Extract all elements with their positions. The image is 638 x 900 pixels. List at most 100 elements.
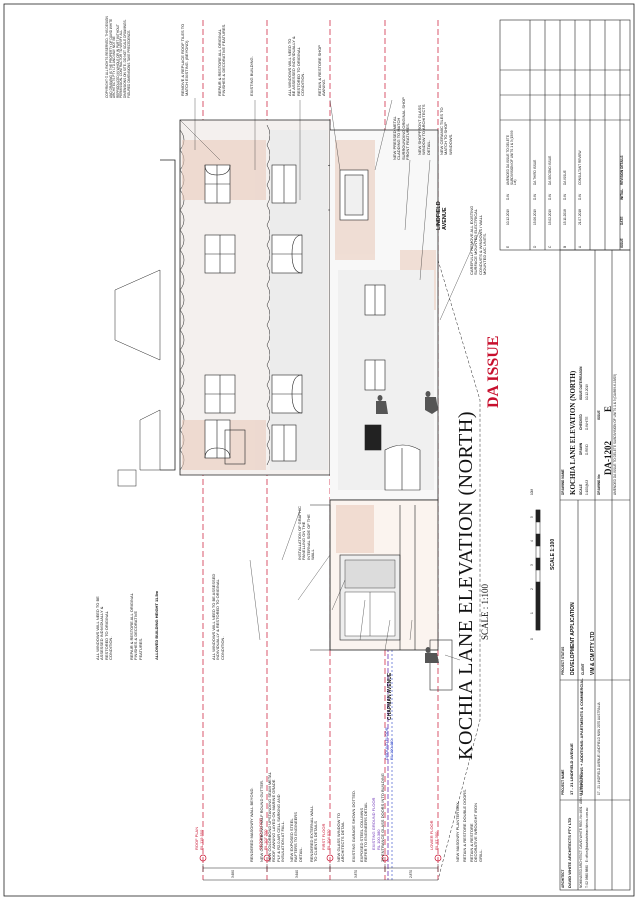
rev-row-c-issue: C [548,245,552,248]
note-entrance-doors: 2X ENTRANCE GLASS DOORS INTO BUILDING [380,773,385,862]
tb-drawing-heading: DRAWING NAME [561,469,565,495]
scale-tick-4: 4 [530,540,534,542]
tb-status: DEVELOPMENT APPLICATION [570,602,576,675]
tb-issue-heading: ISSUE [597,410,601,420]
tb-drawn: D.REID [585,444,589,455]
level-markers [199,854,442,862]
scale-tick-1: 1 [530,612,534,614]
scale-tick-10: 10M [530,488,534,495]
windows [204,164,421,491]
note-restore-finishes: REPAIR & RESTORE ALL ORIGINAL FINISHES &… [217,23,227,96]
street-label-lindfield: LINDFIELD AVENUE [436,201,448,230]
rev-row-c-details: DA SECOND ISSUE [548,155,552,185]
note-restore-finishes-left: REPAIR & RESTORE ALL ORIGINAL FINISHES &… [129,593,143,660]
rev-header-details: REVISION DETAILS [620,155,624,185]
scale-tick-2: 2 [530,588,534,590]
sheet-border [3,3,635,897]
tb-architect-contact: T: 02 9880 8880 · E: office@davidwhitear… [585,807,589,888]
tb-project-address: 17 - 21 LINDFIELD AVENUE LINDFIELD NSW 2… [597,702,601,795]
note-shopfront-glass: NEW SHOPFRONT GLASS WINDOW TO ARCHITECTS… [417,104,431,155]
dim-4: 2.870 [409,870,413,878]
note-planter-box: NEW MASONRY PLANTER BOX. [455,801,460,862]
note-existing-garage: EXISTING GARAGE SHOWN DOTTED. [351,789,356,862]
note-half-round-gutter: NEW COLORBOND HALF ROUND GUTTER. [259,779,264,862]
tb-amend-note: AMENDED DA ISSUE TO DELETE SUBDIVISION O… [613,373,617,495]
tb-architect-name: DAVID WHITE ARCHITECTS PTY LTD [567,817,572,888]
tb-drawing-no-heading: DRAWING No [597,474,601,495]
note-pressed-metal: NEW PRESSED METAL CLADDING TO MATCH SURR… [392,97,411,160]
tb-checked: D.WHITE [585,416,589,430]
note-steel-columns: EXPOSED STEEL COLUMNS REFER TO ENGINEERS… [359,802,369,862]
note-masonry-beyond: RENDERED MASONRY WALL BEYOND. [249,787,254,862]
tb-drawing-no: DA-1202 [603,441,613,475]
scale-tick-5: 5 [530,516,534,518]
tb-drawn-heading: DRAWN [579,442,583,455]
title-block-frame [499,19,631,891]
note-windows-restore-mid: ALL WINDOWS WILL NEED TO BE ASSESSED IND… [211,573,225,660]
tb-project-name-1: 17 - 21 LINDFIELD AVENUE [569,743,574,795]
level-ground-rl: RL 100.480 [389,739,394,760]
tb-issue: E [603,405,613,412]
rev-row-e-date: 10.12.2019 [506,209,510,225]
rev-row-d-issue: D [533,245,537,248]
scale-bar-label: SCALE 1:100 [550,538,556,570]
people [376,391,439,663]
dim-1: 3.690 [231,870,235,878]
rev-header-date: DATE [620,216,624,225]
tb-status-heading: PROJECT STATUS [561,646,565,675]
dim-3: 3.870 [354,870,358,878]
tb-issue-date-heading: ISSUE DATE/REASON [579,366,583,400]
rev-row-d-initial: D.W [533,193,537,200]
note-steel-rafters: NEW EXPOSED STEEL RAFTERS TO ENGINEERS D… [289,812,303,862]
scale-tick-0: 0 [530,638,534,640]
rev-row-a-date: 21.07.2018 [578,209,582,225]
note-building-height: ALLOWED BUILDING HEIGHT 11.5m [154,590,159,660]
drawing-scale-label: SCALE : 1:100 [480,583,490,640]
tb-scale-heading: SCALE [579,484,583,495]
note-existing-building: EXISTING BUILDING. [249,56,254,96]
street-label-chapman: CHAPMAN AVENUE [387,672,393,720]
rev-row-a-issue: A [578,245,582,248]
rev-row-c-date: 15.02.2019 [548,209,552,225]
note-remove-conduits: CAREFULLY REMOVE ALL EXISTING SURFACE MO… [469,205,488,275]
rev-row-c-initial: D.W [548,193,552,200]
rev-header-initial: INITIAL [620,188,624,200]
note-metal-roof: NEW COLORBOND UPSTANDING SEAM METAL ROOF… [267,772,286,862]
note-iron-grill: RETAIN & RESTORE DECORATIVE WROUGHT IRON… [469,803,483,862]
tb-client-heading: CLIENT [581,663,585,675]
copyright-note: COPYRIGHT © ALL RIGHTS RESERVED. THIS DE… [105,16,131,98]
rev-row-e-initial: D.W [506,193,510,200]
note-glass-window: NEW GLASS WINDOW TO ARCHITECTS DETAIL [336,813,346,862]
rev-row-a-details: CONSULTANT REVIEW [578,150,582,185]
level-lines [202,20,439,880]
dimension-chain [202,864,439,881]
level-roof-rl: RL 119.550 [199,829,204,850]
note-double-doors: RETAIN & RESTORE DOUBLE DOORS. [462,789,467,862]
scale-bar [535,509,541,631]
note-graphic-panel: INSTALLATION OF GRAPHIC PANELLING ON THE… [297,506,316,560]
note-roof-tiles: REMOVE & REPLACE ROOF TILES TO MATCH EXI… [180,23,190,96]
level-lower-rl: RL 97.350 [434,831,439,850]
tb-scale: 1:100@A3 [585,479,589,495]
rev-row-e-details: AMENDED DA ISSUE TO DELETE SUBDIVISION O… [506,130,518,185]
tb-drawing-name: KOCHIA LANE ELEVATION (NORTH) [569,370,577,495]
tb-checked-heading: CHECKED [579,414,583,430]
drawing-title: KOCHIA LANE ELEVATION (NORTH) [455,410,477,760]
note-rendered-wall: RENDERED EXTERNAL WALL TO CLIENTS DETAIL… [309,805,319,862]
leader-lines [179,98,481,661]
tb-project-name-2: ALTERATIONS + ADDITIONS: APARTMENTS & CO… [579,678,584,795]
rev-row-e-issue: E [506,245,510,248]
rev-row-b-date: 15.11.2018 [563,209,567,225]
tb-issue-date: 10.12.2019 [585,384,589,400]
da-issue-stamp: DA ISSUE [485,335,502,408]
note-windows-restore-top: ALL WINDOWS WILL NEED TO BE ASSESSED IND… [287,36,306,96]
note-windows-restore-left: ALL WINDOWS WILL NEED TO BE ASSESSED IND… [95,596,114,660]
note-ceramic-tiles: NEW CERAMIC TILES TO MATCH TO SHOP WINDO… [439,107,453,155]
rev-row-d-details: DA THIRD ISSUE [533,159,537,185]
rev-row-a-initial: D.W [578,193,582,200]
tb-project-heading: PROJECT NAME [561,769,565,795]
scale-tick-3: 3 [530,564,534,566]
rev-row-d-date: 15.06.2019 [533,209,537,225]
